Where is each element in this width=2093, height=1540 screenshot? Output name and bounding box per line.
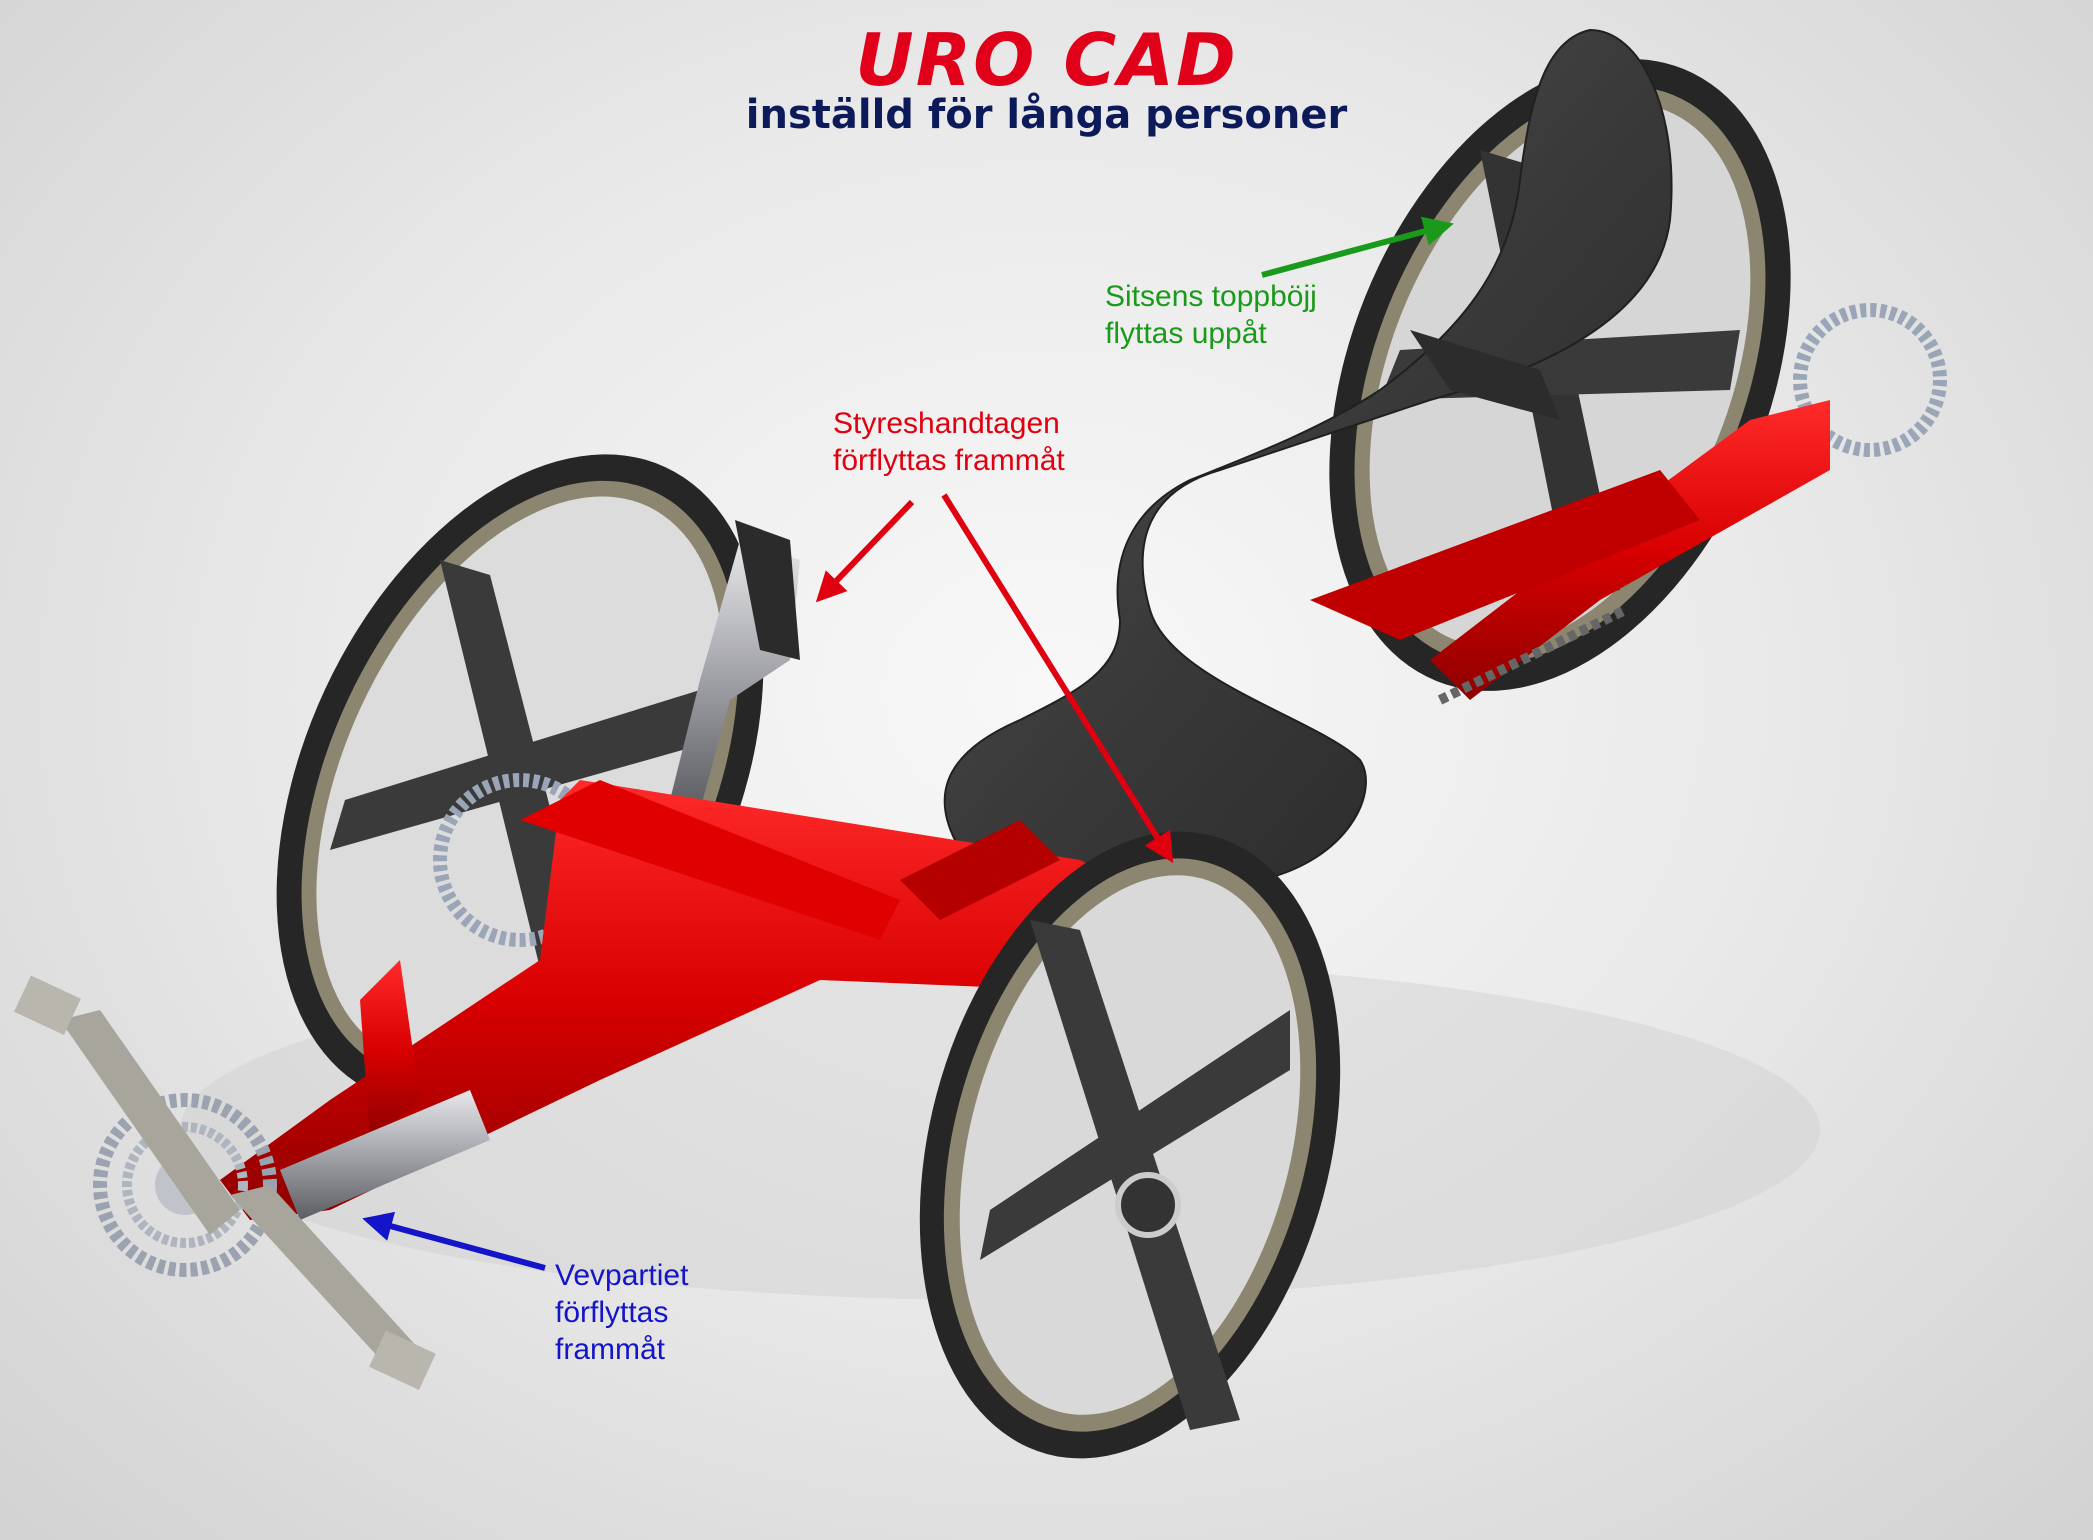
crankset (14, 975, 436, 1390)
handles-annotation-line-2: förflyttas frammåt (833, 444, 1065, 477)
seat-arrow (1261, 216, 1454, 278)
page-subtitle: inställd för långa personer (745, 92, 1348, 138)
seat-annotation-line-2: flyttas uppåt (1105, 317, 1267, 350)
rear-frame (1430, 400, 1830, 700)
crank-arrow (362, 1211, 546, 1271)
page-title: URO CAD (855, 18, 1238, 102)
handles-annotation: Styreshandtagen förflyttas frammåt (833, 405, 1065, 479)
crank-annotation: Vevpartiet förflyttas frammåt (555, 1257, 688, 1368)
handles-arrow-left (815, 499, 915, 603)
crank-annotation-line-3: frammåt (555, 1333, 666, 1366)
crank-annotation-line-1: Vevpartiet (555, 1259, 689, 1292)
handles-annotation-line-1: Styreshandtagen (833, 407, 1060, 440)
crank-annotation-line-2: förflyttas (555, 1296, 669, 1329)
handles-arrow-right (941, 493, 1174, 864)
seat-annotation: Sitsens toppböjj flyttas uppåt (1105, 278, 1317, 352)
chain (1437, 605, 1628, 705)
front-right-wheel (919, 831, 1341, 1459)
seat-annotation-line-1: Sitsens toppböjj (1105, 280, 1317, 313)
boom-tube (280, 1090, 490, 1220)
